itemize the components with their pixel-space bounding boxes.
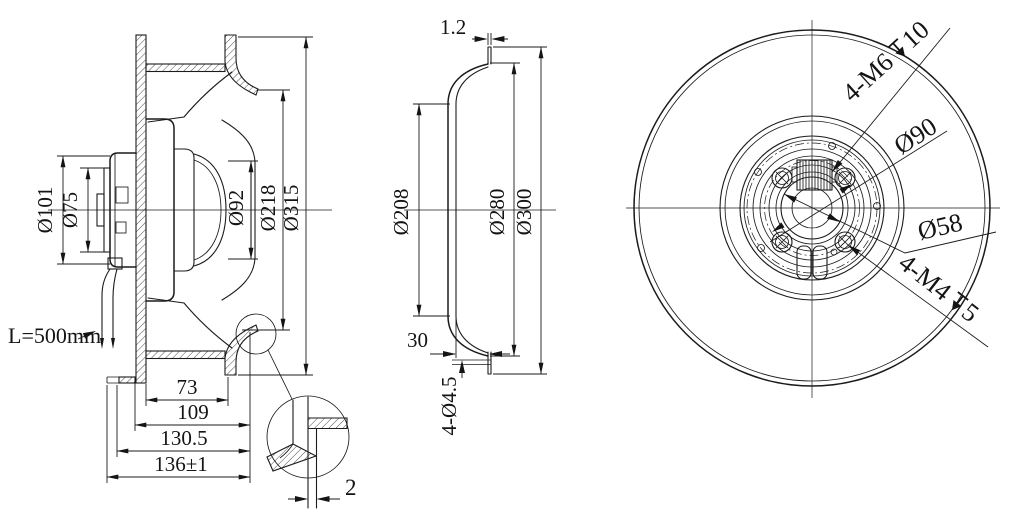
- svg-text:130.5: 130.5: [160, 426, 207, 450]
- depth-symbol-icon: [951, 291, 969, 311]
- svg-text:Ø218: Ø218: [256, 185, 280, 232]
- cone-top-inner: [455, 66, 489, 105]
- cone-top-outer: [447, 63, 489, 105]
- dim-len-136: 136±1: [106, 385, 251, 483]
- callout-4-m4: 4-M4 5: [847, 244, 989, 348]
- svg-text:30: 30: [407, 328, 428, 352]
- screw: [771, 231, 793, 253]
- screw: [834, 167, 856, 189]
- detail-leader: [267, 349, 293, 400]
- center-lines: [626, 20, 1000, 398]
- svg-text:2: 2: [345, 475, 357, 500]
- shroud-section-bottom: [224, 324, 259, 376]
- svg-text:4-M4: 4-M4: [893, 248, 956, 306]
- right-view-front: Ø90 Ø58 4-M6 10: [626, 15, 1000, 398]
- rim-band-top: [145, 63, 226, 73]
- depth-symbol-icon: [887, 38, 906, 57]
- blade-edge-top: [147, 71, 233, 123]
- rim-flanges: [487, 46, 492, 375]
- svg-text:Ø208: Ø208: [389, 189, 413, 236]
- dim-dia-218: Ø218: [242, 89, 290, 331]
- svg-text:Ø58: Ø58: [915, 208, 965, 246]
- hub-dome-outer: [193, 153, 227, 267]
- blade-edge-bottom: [147, 297, 233, 349]
- svg-text:Ø280: Ø280: [485, 189, 509, 236]
- terminal-block: [791, 159, 838, 191]
- dim-len-109: 109: [134, 332, 251, 483]
- rotor-step: [173, 148, 195, 272]
- inlet-cone-bottom: [221, 257, 256, 301]
- wire-2: [112, 268, 118, 339]
- middle-view-shroud-section: 1.2 Ø208 Ø280 Ø300 30 4-Ø4.5: [389, 15, 556, 435]
- dim-dia-280: Ø280: [485, 62, 520, 357]
- dim-len-30: 30: [407, 318, 510, 358]
- svg-text:4-M6: 4-M6: [837, 47, 899, 107]
- motor-detail-1: [115, 186, 129, 204]
- rivet-hole: [452, 359, 491, 365]
- dim-dia-75: Ø75: [58, 167, 104, 253]
- dim-holes-4-4-5: 4-Ø4.5: [437, 360, 465, 435]
- svg-text:109: 109: [177, 400, 209, 424]
- motor-detail-2: [115, 221, 127, 234]
- cone-bottom-outer: [447, 315, 489, 357]
- detail-source-circle: [235, 313, 277, 355]
- dim-dia-315: Ø315: [238, 36, 313, 376]
- shroud-section-top: [224, 34, 259, 96]
- dim-thickness-2: 2: [288, 475, 357, 502]
- dim-dia-101: Ø101: [33, 155, 110, 265]
- svg-text:1.2: 1.2: [440, 15, 466, 39]
- svg-text:136±1: 136±1: [154, 452, 208, 476]
- detail-view: [266, 395, 350, 509]
- wire-tubes: [796, 245, 838, 280]
- wire-1: [101, 268, 111, 339]
- wire-tips: [100, 338, 115, 349]
- small-holes: [754, 142, 881, 252]
- detail-band-horizontal: [307, 417, 348, 430]
- motor-step: [96, 193, 105, 227]
- hub-dome-inner: [193, 159, 222, 261]
- svg-text:Ø90: Ø90: [889, 112, 942, 161]
- svg-text:Ø92: Ø92: [224, 190, 248, 226]
- balance-clip: [118, 376, 136, 384]
- svg-text:Ø300: Ø300: [512, 189, 536, 236]
- dim-thickness-1-2: 1.2: [440, 15, 508, 45]
- svg-text:4-Ø4.5: 4-Ø4.5: [437, 377, 461, 436]
- cone-bottom-inner: [455, 315, 489, 354]
- svg-text:Ø75: Ø75: [58, 192, 82, 228]
- rotor-shell: [145, 118, 175, 302]
- dim-dia-300: Ø300: [493, 46, 547, 375]
- dim-len-130-5: 130.5: [116, 385, 251, 457]
- rim-band-bottom: [145, 350, 226, 360]
- cable-gland: [107, 257, 123, 270]
- wire-leader-arrow: [82, 331, 96, 339]
- svg-text:Ø101: Ø101: [33, 187, 57, 234]
- left-view-side-section: L=500mm Ø101 Ø75 Ø92 Ø218 Ø315: [8, 34, 357, 509]
- svg-text:5: 5: [956, 297, 984, 328]
- dim-dia-208: Ø208: [389, 103, 450, 317]
- back-plate-section: [135, 34, 147, 384]
- svg-text:73: 73: [177, 375, 198, 399]
- detail-band-diagonal: [266, 443, 318, 472]
- svg-text:Ø315: Ø315: [279, 185, 303, 232]
- dim-len-73: 73: [145, 375, 229, 406]
- dim-dia-92: Ø92: [224, 160, 258, 260]
- inlet-cone-top: [221, 119, 256, 163]
